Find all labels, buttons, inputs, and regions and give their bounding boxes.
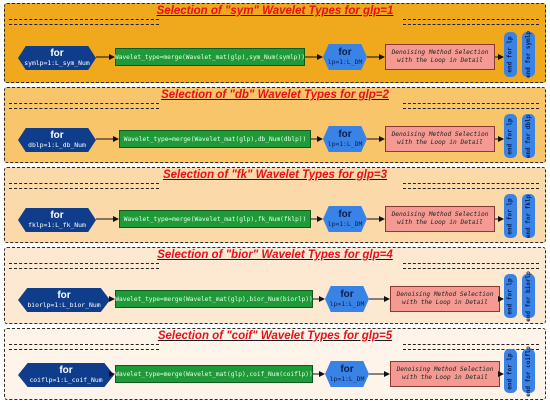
for-range: biorlp=1:L_bior_Num — [27, 301, 101, 309]
for-range: lp=1:L_DM — [329, 300, 365, 308]
end-for-inner: end for lp — [504, 349, 517, 393]
for-keyword: for — [57, 290, 71, 301]
end-label: end for lp — [507, 36, 514, 73]
end-for-outer: end for coiflp — [522, 346, 535, 396]
dashed-rail-left — [9, 263, 159, 269]
for-keyword: for — [340, 364, 354, 375]
dashed-rail-right — [403, 183, 539, 189]
wavelet-type-box: Wavelet_type=merge(Wavelet_mat(glp),bior… — [115, 290, 313, 308]
end-for-inner: end for lp — [504, 114, 517, 158]
end-label: end for biorlp — [525, 270, 533, 322]
end-for-outer: end for biorlp — [522, 271, 535, 321]
for-range: fklp=1:L_fk_Num — [28, 221, 86, 229]
end-for-outer: end for dblp — [522, 114, 535, 158]
dashed-rail-right — [403, 19, 539, 25]
dashed-rail-left — [9, 183, 159, 189]
end-for-outer: end for fklp — [522, 194, 535, 238]
wavelet-type-box: Wavelet_type=merge(Wavelet_mat(glp),sym_… — [115, 48, 305, 66]
section-glp-2: Selection of "db" Wavelet Types for glp=… — [4, 87, 546, 163]
end-label: end for lp — [507, 197, 514, 235]
for-range: symlp=1:L_sym_Num — [24, 59, 90, 67]
end-label: end for lp — [507, 352, 514, 390]
for-range: lp=1:L_DM — [327, 220, 363, 228]
for-range: lp=1:L_DM — [329, 375, 365, 383]
for-keyword: for — [338, 47, 352, 58]
end-label: end for lp — [507, 117, 514, 155]
dashed-rail-left — [9, 19, 159, 25]
denoising-method-box: Denoising Method Selection with the Loop… — [385, 126, 495, 152]
dashed-rail-left — [9, 344, 159, 350]
section-glp-5: Selection of "coif" Wavelet Types for gl… — [4, 328, 546, 400]
end-label: end for fklp — [525, 194, 533, 238]
wavelet-type-box: Wavelet_type=merge(Wavelet_mat(glp),coif… — [115, 365, 313, 383]
end-for-inner: end for lp — [504, 194, 517, 238]
for-keyword: for — [340, 289, 354, 300]
section-title: Selection of "coif" Wavelet Types for gl… — [157, 330, 393, 342]
section-title: Selection of "sym" Wavelet Types for glp… — [156, 5, 394, 17]
dashed-rail-right — [403, 344, 539, 350]
end-for-inner: end for lp — [504, 274, 517, 318]
denoising-method-box: Denoising Method Selection with the Loop… — [390, 361, 500, 387]
for-keyword: for — [50, 48, 64, 59]
section-title: Selection of "db" Wavelet Types for glp=… — [161, 89, 389, 101]
for-keyword: for — [50, 130, 64, 141]
section-glp-3: Selection of "fk" Wavelet Types for glp=… — [4, 167, 546, 243]
dashed-rail-right — [403, 263, 539, 269]
end-for-inner: end for lp — [504, 32, 517, 77]
section-glp-4: Selection of "bior" Wavelet Types for gl… — [4, 247, 546, 324]
wavelet-type-box: Wavelet_type=merge(Wavelet_mat(glp),fk_N… — [119, 210, 311, 228]
for-keyword: for — [50, 210, 64, 221]
wavelet-type-box: Wavelet_type=merge(Wavelet_mat(glp),db_N… — [119, 130, 311, 148]
for-range: coiflp=1:L_coif_Num — [29, 376, 103, 384]
dashed-rail-right — [403, 103, 539, 109]
section-glp-1: Selection of "sym" Wavelet Types for glp… — [4, 3, 546, 83]
end-label: end for lp — [507, 277, 514, 315]
end-label: end for dblp — [525, 114, 533, 158]
denoising-method-box: Denoising Method Selection with the Loop… — [385, 44, 495, 70]
for-keyword: for — [338, 209, 352, 220]
end-label: end for coiflp — [525, 345, 533, 397]
section-title: Selection of "fk" Wavelet Types for glp=… — [162, 169, 388, 181]
for-range: lp=1:L_DM — [327, 58, 363, 66]
denoising-method-box: Denoising Method Selection with the Loop… — [385, 206, 495, 232]
for-keyword: for — [338, 129, 352, 140]
for-keyword: for — [59, 365, 73, 376]
end-label: end for symlp — [525, 31, 532, 78]
dashed-rail-left — [9, 103, 159, 109]
section-title: Selection of "bior" Wavelet Types for gl… — [157, 249, 393, 261]
for-range: lp=1:L_DM — [327, 140, 363, 148]
for-range: dblp=1:L_db_Num — [28, 141, 86, 149]
denoising-method-box: Denoising Method Selection with the Loop… — [390, 286, 500, 312]
end-for-outer: end for symlp — [522, 31, 535, 78]
